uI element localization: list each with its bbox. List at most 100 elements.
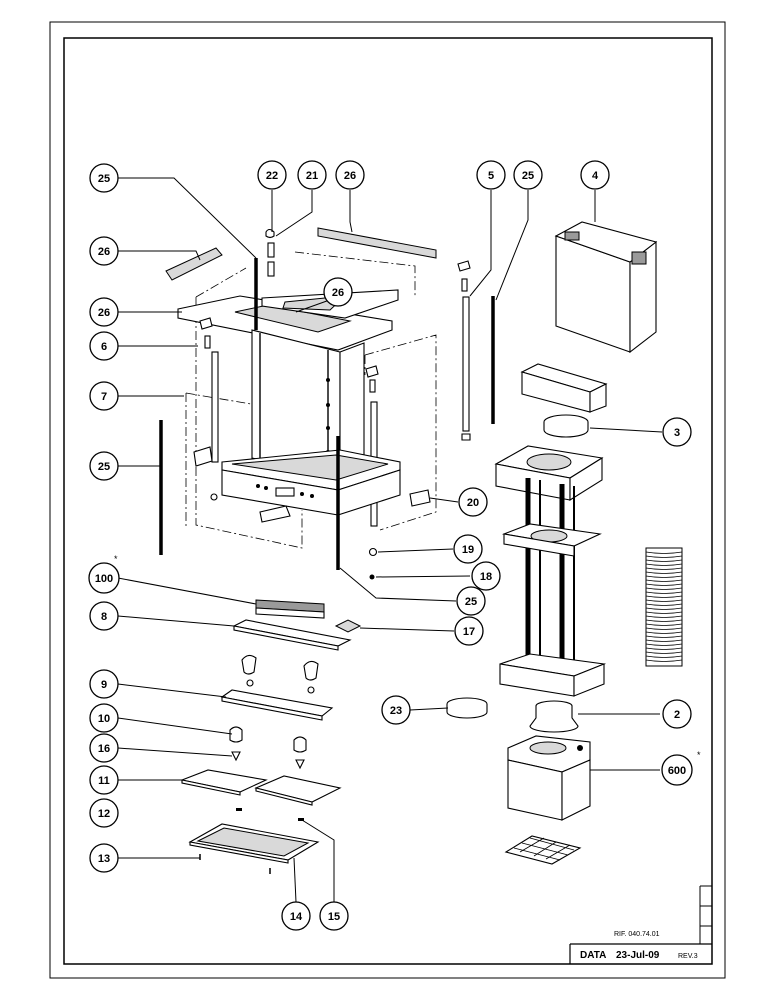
part-14-frame-inner (196, 827, 310, 857)
part-26-strip-top (317, 227, 437, 259)
callout-circle (453, 534, 483, 564)
duct-rib (645, 599, 683, 602)
tower-bottom-side (573, 663, 605, 697)
duct-rib (645, 555, 683, 558)
duct-rib (645, 551, 683, 554)
left-panel-dashed (195, 297, 303, 549)
part-6-clip (199, 317, 213, 330)
part-15-clip (298, 818, 304, 821)
callout-circle (89, 669, 119, 699)
callout-circle (89, 601, 119, 631)
callout-label: 26 (98, 307, 110, 319)
callout-26: 26 (89, 297, 119, 327)
duct-rib (645, 595, 683, 598)
part-23-ring (446, 697, 488, 719)
lamp-holder-left (241, 654, 257, 675)
duct-rib (645, 615, 683, 618)
control-board-face (255, 607, 325, 619)
part-21-spacer-2 (267, 261, 275, 277)
duct-rib (645, 651, 683, 654)
callout-19: 19 (453, 534, 483, 564)
callout-600: 600 (661, 754, 693, 786)
part-600-motor-box (507, 735, 591, 821)
callout-26: 26 (323, 277, 353, 307)
button-dot-3 (300, 492, 304, 496)
callout-circle (89, 798, 119, 828)
callout-label: 100 (95, 573, 113, 585)
callout-10: 10 (89, 703, 119, 733)
part-5-clip (457, 260, 471, 272)
callout-circle (281, 901, 311, 931)
part-100-control-board (255, 599, 325, 619)
part-4-chimney (554, 221, 658, 354)
part-8-rail-front (233, 625, 339, 651)
title-block-date-value: 23-Jul-09 (616, 950, 660, 961)
part-7-bracket (193, 446, 213, 467)
ring-3-band (543, 422, 589, 438)
callout-15: 15 (319, 901, 349, 931)
duct-rib (645, 623, 683, 626)
box-rivet-1 (326, 378, 330, 382)
callout-label: 11 (98, 775, 110, 787)
part-5-rod (462, 296, 470, 432)
bulb-left (246, 679, 254, 687)
duct-rib (645, 643, 683, 646)
inner-frame (63, 37, 713, 965)
callout-circle (513, 160, 543, 190)
duct-rib (645, 631, 683, 634)
callout-label: 6 (101, 341, 107, 353)
duct-rib (645, 591, 683, 594)
callout-label: 3 (674, 427, 680, 439)
callout-label: 21 (306, 170, 318, 182)
duct-rib (645, 619, 683, 622)
callout-label: 10 (98, 713, 110, 725)
hood-base-tray-inner (231, 454, 389, 481)
box-rivet-3 (326, 426, 330, 430)
callout-circle (335, 160, 365, 190)
callout-label: 20 (467, 497, 479, 509)
title-block-ref: RIF. 040.74.01 (614, 931, 660, 938)
part-19-nut (368, 547, 378, 557)
callout-label: 14 (290, 911, 303, 923)
part-7-screw (210, 493, 218, 501)
duct-rib (645, 647, 683, 650)
callout-label: 17 (463, 626, 475, 638)
ring-23-band (446, 704, 488, 719)
callout-label: 4 (592, 170, 599, 182)
rear-panel-dashed (294, 251, 416, 296)
callout-2: 2 (662, 699, 692, 729)
duct-rib (645, 559, 683, 562)
callout-25: 25 (89, 451, 119, 481)
callout-label: 600 (668, 765, 686, 777)
callout-circle (89, 765, 119, 795)
duct-rib (645, 583, 683, 586)
part-18-washer (369, 574, 375, 580)
duct-rib (645, 579, 683, 582)
duct-rib (645, 659, 683, 662)
callout-circle (456, 586, 486, 616)
part-16-bulb-left (231, 751, 241, 762)
duct-rib (645, 655, 683, 658)
part-duct-cover (520, 363, 608, 413)
callout-circle (89, 381, 119, 411)
duct-body (645, 547, 683, 667)
callout-16: 16 (89, 733, 119, 763)
duct-rib (645, 567, 683, 570)
callout-circle (476, 160, 506, 190)
callout-26: 26 (335, 160, 365, 190)
filter-grid-lines (513, 837, 575, 861)
part-6-spacer (204, 335, 211, 349)
duct-rib (645, 571, 683, 574)
part-26-strip-left (165, 247, 223, 281)
motor-box-collar (529, 741, 567, 755)
callout-label: 16 (98, 743, 110, 755)
callout-5: 5 (476, 160, 506, 190)
callout-label: 18 (480, 571, 492, 583)
callout-13: 13 (89, 843, 119, 873)
callout-circle (89, 733, 119, 763)
callout-label: 9 (101, 679, 107, 691)
callout-20: 20 (458, 487, 488, 517)
callout-3: 3 (662, 417, 692, 447)
